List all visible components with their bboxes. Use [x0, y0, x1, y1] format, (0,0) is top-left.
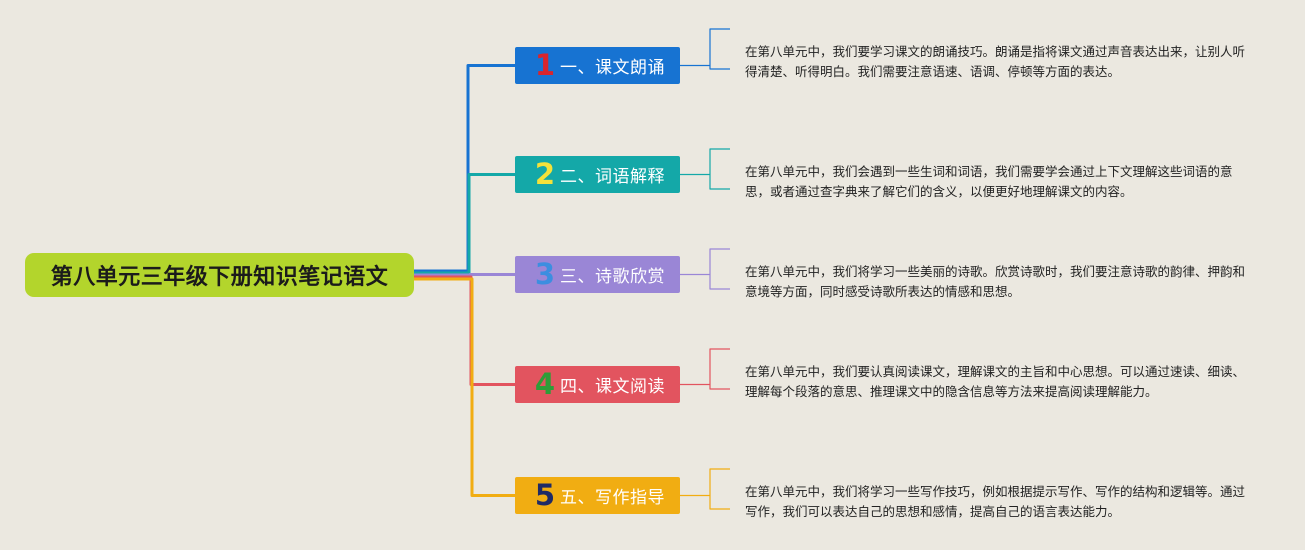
branch-description-2: 在第八单元中，我们会遇到一些生词和词语，我们需要学会通过上下文理解这些词语的意思…: [745, 164, 1233, 199]
connector-1: [414, 64, 515, 273]
bracket-2: [709, 148, 730, 190]
branch-description-4: 在第八单元中，我们要认真阅读课文，理解课文的主旨和中心思想。可以通过速读、细读、…: [745, 364, 1246, 399]
branch-label: 三、诗歌欣赏: [560, 267, 665, 287]
connector-5: [414, 277, 515, 497]
branch-number: 4: [534, 367, 556, 401]
branch-number: 1: [534, 48, 556, 82]
bracket-1: [709, 28, 730, 70]
branch-number: 2: [534, 157, 556, 191]
branch-description-5: 在第八单元中，我们将学习一些写作技巧，例如根据提示写作、写作的结构和逻辑等。通过…: [745, 484, 1246, 519]
connector-3: [414, 273, 515, 277]
branch-number: 3: [534, 257, 556, 291]
branch-label: 一、课文朗诵: [560, 58, 665, 78]
branch-number: 5: [534, 478, 556, 512]
bracket-5: [709, 468, 730, 510]
branch-description-1: 在第八单元中，我们要学习课文的朗诵技巧。朗诵是指将课文通过声音表达出来，让别人听…: [745, 44, 1246, 79]
bracket-4: [709, 348, 730, 390]
connector-2: [414, 173, 515, 275]
branch-label: 四、课文阅读: [560, 377, 665, 397]
branch-label: 二、词语解释: [560, 167, 665, 187]
root-title: 第八单元三年级下册知识笔记语文: [50, 265, 389, 290]
connector-4: [414, 275, 515, 386]
branch-description-3: 在第八单元中，我们将学习一些美丽的诗歌。欣赏诗歌时，我们要注意诗歌的韵律、押韵和…: [745, 264, 1246, 299]
branch-label: 五、写作指导: [560, 488, 665, 508]
bracket-3: [709, 248, 730, 290]
root-topic[interactable]: 第八单元三年级下册知识笔记语文: [25, 253, 414, 297]
